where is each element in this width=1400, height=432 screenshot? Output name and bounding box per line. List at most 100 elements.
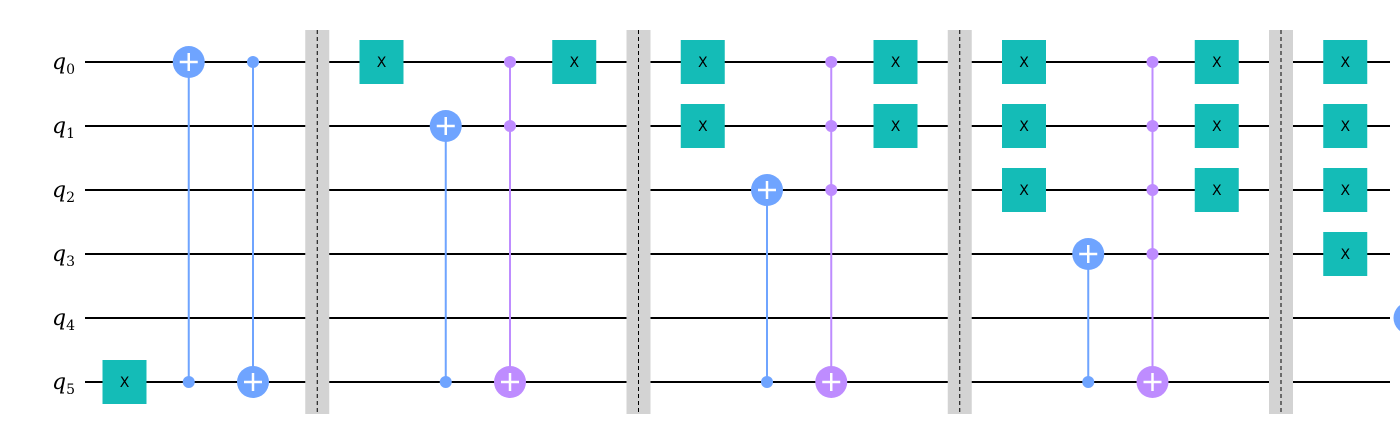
- x-gate-label: X: [891, 119, 901, 135]
- qubit-label: q4: [52, 306, 75, 334]
- control-dot: [439, 376, 452, 388]
- qubit-label-name: q: [52, 370, 66, 395]
- x-gate-label: X: [1019, 55, 1029, 71]
- x-gate: X: [1002, 168, 1046, 212]
- x-gate-box: [1323, 104, 1368, 148]
- control-dot: [182, 376, 195, 388]
- barriers: [305, 30, 1293, 414]
- x-gate-box: [1323, 232, 1368, 276]
- cx-gate: [1072, 238, 1105, 388]
- mcx-gate: [815, 56, 848, 398]
- x-gate-box: [102, 360, 147, 404]
- mcx-gate: [494, 56, 526, 398]
- control-dot: [504, 56, 516, 68]
- x-gate: X: [1194, 40, 1239, 84]
- x-gate-box: [1323, 168, 1368, 212]
- x-gate: X: [680, 104, 725, 148]
- x-gate-label: X: [120, 375, 130, 391]
- mcx-gate: [1136, 56, 1169, 398]
- cx-gate: [237, 56, 269, 398]
- control-dot: [825, 56, 838, 68]
- x-gate-box: [1002, 40, 1046, 84]
- x-gate-label: X: [1340, 55, 1350, 71]
- x-gate-label: X: [377, 55, 387, 71]
- qubit-label: q2: [52, 178, 75, 206]
- x-gate-label: X: [1340, 119, 1350, 135]
- control-dot: [1146, 56, 1159, 68]
- x-gate-box: [1194, 40, 1239, 84]
- x-gate-label: X: [698, 55, 708, 71]
- x-gate: X: [1002, 104, 1046, 148]
- x-gate-box: [1323, 40, 1368, 84]
- qubit-label-name: q: [52, 114, 66, 139]
- x-gate: X: [552, 40, 597, 84]
- x-gate-box: [680, 104, 725, 148]
- x-gate: X: [359, 40, 404, 84]
- qubit-label: q3: [52, 242, 75, 270]
- qubit-label-index: 2: [66, 190, 75, 206]
- x-gate: X: [680, 40, 725, 84]
- qubit-label: q0: [52, 50, 75, 78]
- target-circle: [1393, 305, 1400, 331]
- x-gate: X: [1323, 40, 1368, 84]
- control-dot: [825, 184, 838, 196]
- control-dot: [825, 120, 838, 132]
- x-gate: X: [1323, 168, 1368, 212]
- qubit-label-name: q: [52, 242, 66, 267]
- qubit-label-index: 4: [66, 318, 75, 334]
- x-gate: X: [1194, 104, 1239, 148]
- x-gate-box: [873, 104, 918, 148]
- x-gate-box: [1194, 104, 1239, 148]
- barrier: [305, 30, 330, 414]
- control-dot: [1082, 376, 1095, 388]
- x-gate-label: X: [1340, 183, 1350, 199]
- qubit-label-name: q: [52, 178, 66, 203]
- gates: XXXXXXXXXXXXXXXXXXXXX: [102, 40, 1400, 404]
- control-dot: [1146, 184, 1159, 196]
- x-gate-box: [1002, 104, 1046, 148]
- x-gate: X: [1194, 168, 1239, 212]
- barrier: [1269, 30, 1293, 414]
- x-gate-label: X: [569, 55, 579, 71]
- control-dot: [247, 56, 259, 68]
- qubit-label-index: 0: [66, 62, 75, 78]
- x-gate-box: [359, 40, 404, 84]
- cx-gate: [751, 174, 783, 388]
- x-gate-label: X: [1212, 183, 1222, 199]
- x-gate: X: [1323, 232, 1368, 276]
- x-gate-box: [1002, 168, 1046, 212]
- qubit-label: q1: [52, 114, 75, 142]
- qubit-label-name: q: [52, 50, 66, 75]
- cx-gate: [429, 110, 462, 388]
- x-gate-label: X: [1212, 55, 1222, 71]
- x-gate-box: [1194, 168, 1239, 212]
- x-gate: X: [873, 104, 918, 148]
- x-gate-box: [873, 40, 918, 84]
- cx-gate: [1393, 305, 1400, 331]
- x-gate: X: [1323, 104, 1368, 148]
- x-gate-label: X: [698, 119, 708, 135]
- barrier: [947, 30, 972, 414]
- control-dot: [1146, 248, 1159, 260]
- x-gate: X: [102, 360, 147, 404]
- x-gate-label: X: [1019, 183, 1029, 199]
- x-gate-label: X: [1340, 247, 1350, 263]
- qubit-label-name: q: [52, 306, 66, 331]
- qubit-wires: [85, 61, 1390, 383]
- x-gate-label: X: [891, 55, 901, 71]
- x-gate: X: [873, 40, 918, 84]
- qubit-label: q5: [52, 370, 75, 398]
- control-dot: [504, 120, 516, 132]
- x-gate-label: X: [1212, 119, 1222, 135]
- x-gate-label: X: [1019, 119, 1029, 135]
- qubit-label-index: 3: [66, 254, 75, 270]
- control-dot: [1146, 120, 1159, 132]
- qubit-label-index: 1: [66, 126, 75, 142]
- x-gate-box: [680, 40, 725, 84]
- barrier: [626, 30, 651, 414]
- control-dot: [761, 376, 773, 388]
- x-gate-box: [552, 40, 597, 84]
- qubit-label-index: 5: [66, 382, 75, 398]
